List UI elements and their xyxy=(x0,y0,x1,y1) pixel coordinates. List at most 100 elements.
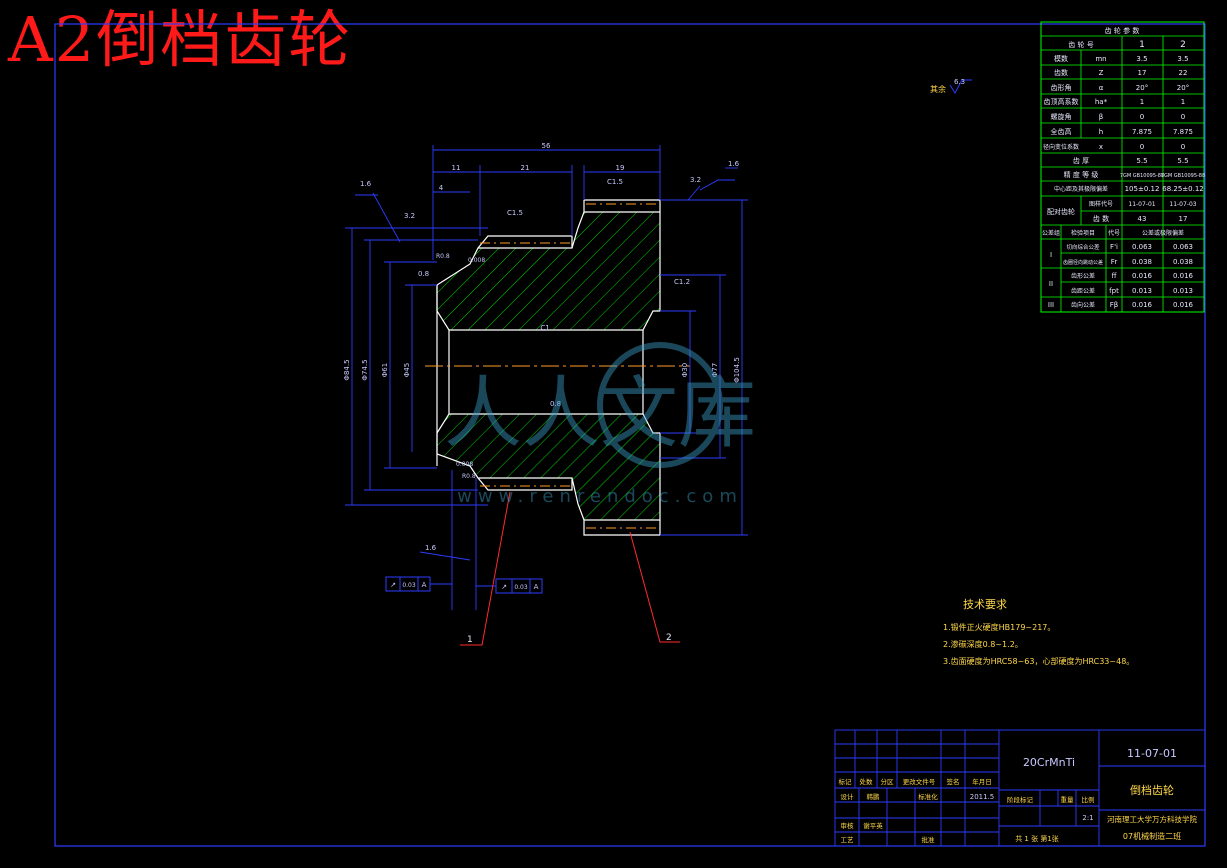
tech-req-title: 技术要求 xyxy=(963,598,1007,611)
param-v2: 0 xyxy=(1181,113,1185,121)
review-label: 审核 xyxy=(841,821,855,830)
dim-r8: R0.8 xyxy=(462,473,476,480)
accuracy-label: 精 度 等 级 xyxy=(1064,170,1099,179)
param-v2: 20° xyxy=(1177,84,1189,92)
param-name: 螺旋角 xyxy=(1051,112,1072,121)
tol2-symbol: ↗ xyxy=(501,583,507,591)
check-header-tol: 公差或极限偏差 xyxy=(1142,229,1184,237)
param-v1: 1 xyxy=(1140,98,1144,106)
gear-table: 齿 轮 参 数 齿 轮 号 1 2 模数 mn 3.5 3.5 齿数 Z 17 … xyxy=(1040,21,1205,313)
gear-section xyxy=(425,199,690,536)
tech-req-line-3: 3.齿面硬度为HRC58~63，心部硬度为HRC33~48。 xyxy=(943,656,1134,666)
param-name: 齿顶高系数 xyxy=(1044,97,1079,106)
weight-label: 重量 xyxy=(1061,796,1075,804)
rough-16c: 1.6 xyxy=(425,544,437,552)
roughness-rest: 其余 6.3 xyxy=(930,78,972,94)
ratio-label: 比例 xyxy=(1082,795,1095,804)
drawing-title: A2倒档齿轮 xyxy=(8,3,353,76)
design-label: 设计 xyxy=(841,792,855,801)
pair-drawing-v2: 11-07-03 xyxy=(1169,201,1196,208)
dim-c15b: C1.5 xyxy=(507,209,523,217)
group-iii: III xyxy=(1048,301,1054,309)
rough-32b: 3.2 xyxy=(690,176,701,184)
param-symbol: ha* xyxy=(1095,98,1108,106)
param-symbol: β xyxy=(1099,113,1103,121)
approve-label: 批准 xyxy=(922,835,936,844)
group-i: I xyxy=(1050,251,1052,259)
check-header-group: 公差组 xyxy=(1042,229,1060,237)
leader-1-label: 1 xyxy=(467,635,473,645)
param-v1: 7.875 xyxy=(1132,128,1152,136)
dim-19: 19 xyxy=(616,164,625,172)
mark-label: 标记 xyxy=(839,777,853,786)
designer-name: 韩鹏 xyxy=(867,792,881,801)
gear-table-col-no: 齿 轮 号 xyxy=(1068,40,1093,49)
thickness-v2: 5.5 xyxy=(1177,157,1188,165)
dim-c12: C1.2 xyxy=(674,278,690,286)
dim-4: 4 xyxy=(439,184,444,192)
check-v2: 0.063 xyxy=(1173,243,1193,251)
param-name: 径向变位系数 xyxy=(1043,143,1079,151)
rough-08b: 0.8 xyxy=(550,400,561,408)
watermark-text: 人人文库 xyxy=(444,369,756,459)
center-dist-label: 中心距及其极限偏差 xyxy=(1054,185,1108,193)
process-label: 工艺 xyxy=(841,836,855,844)
dim-f008b: 0.008 xyxy=(456,461,473,468)
check-v1: 0.016 xyxy=(1132,272,1153,280)
reviewer-name: 谢平英 xyxy=(863,821,883,830)
tol1-symbol: ↗ xyxy=(390,581,396,589)
pair-drawing-v1: 11-07-01 xyxy=(1128,201,1155,208)
dim-r7: R0.8 xyxy=(436,253,450,260)
param-v1: 20° xyxy=(1136,84,1148,92)
watermark-url: www.renrendoc.com xyxy=(457,486,743,507)
pair-gear-label: 配对齿轮 xyxy=(1047,207,1075,216)
check-header-item: 检验项目 xyxy=(1071,229,1095,237)
param-symbol: α xyxy=(1099,84,1104,92)
title-block-text: 20CrMnTi 11-07-01 倒档齿轮 河南理工大学万方科技学院 07机械… xyxy=(839,747,1198,844)
tech-req-line-2: 2.渗碳深度0.8~1.2。 xyxy=(943,639,1023,649)
pair-teeth-v1: 43 xyxy=(1138,215,1147,223)
dia-c: Φ61 xyxy=(381,363,389,377)
material: 20CrMnTi xyxy=(1023,756,1075,769)
param-name: 齿数 xyxy=(1054,68,1068,77)
zone-label: 分区 xyxy=(881,777,895,786)
check-v1: 0.063 xyxy=(1132,243,1152,251)
param-v1: 3.5 xyxy=(1136,55,1147,63)
technical-requirements: 技术要求 1.锻件正火硬度HB179~217。 2.渗碳深度0.8~1.2。 3… xyxy=(943,598,1134,666)
tol1-ref: A xyxy=(422,581,427,589)
center-dist-v2: 68.25±0.12 xyxy=(1162,185,1204,193)
param-v2: 0 xyxy=(1181,143,1185,151)
title-block xyxy=(834,729,1206,847)
accuracy-v2: 7GM GB10095-88 xyxy=(1161,173,1205,179)
count-label: 处数 xyxy=(860,777,874,786)
class-name: 07机械制造二班 xyxy=(1123,831,1181,841)
check-item: 齿形公差 xyxy=(1071,272,1095,280)
param-name: 模数 xyxy=(1054,54,1068,63)
param-v2: 1 xyxy=(1181,98,1185,106)
dim-c1: C1 xyxy=(540,324,549,332)
scale-value: 2:1 xyxy=(1082,814,1093,822)
outer-frame xyxy=(54,23,1206,847)
dim-c15a: C1.5 xyxy=(607,178,623,186)
check-code: fpt xyxy=(1109,287,1119,295)
param-name: 全齿高 xyxy=(1051,127,1072,136)
param-v1: 0 xyxy=(1140,113,1144,121)
check-item: 齿向公差 xyxy=(1071,301,1095,309)
tol2-ref: A xyxy=(534,583,539,591)
check-code: F'i xyxy=(1110,243,1118,251)
accuracy-v1: 7GM GB10095-88 xyxy=(1120,173,1164,179)
dia-d: Φ45 xyxy=(403,363,411,377)
part-leaders xyxy=(460,491,680,646)
param-v1: 17 xyxy=(1138,69,1147,77)
roughness-rest-label: 其余 xyxy=(930,84,946,94)
check-v2: 0.038 xyxy=(1173,258,1193,266)
thickness-v1: 5.5 xyxy=(1136,157,1147,165)
dia-b: Φ74.5 xyxy=(361,359,369,380)
pair-teeth-v2: 17 xyxy=(1179,215,1188,223)
check-v1: 0.013 xyxy=(1132,287,1152,295)
check-item: 齿距公差 xyxy=(1071,287,1095,295)
design-date: 2011.5 xyxy=(970,793,995,801)
dimensions xyxy=(345,145,748,610)
tolerance-frame-2: ↗ 0.03 A xyxy=(495,578,543,594)
